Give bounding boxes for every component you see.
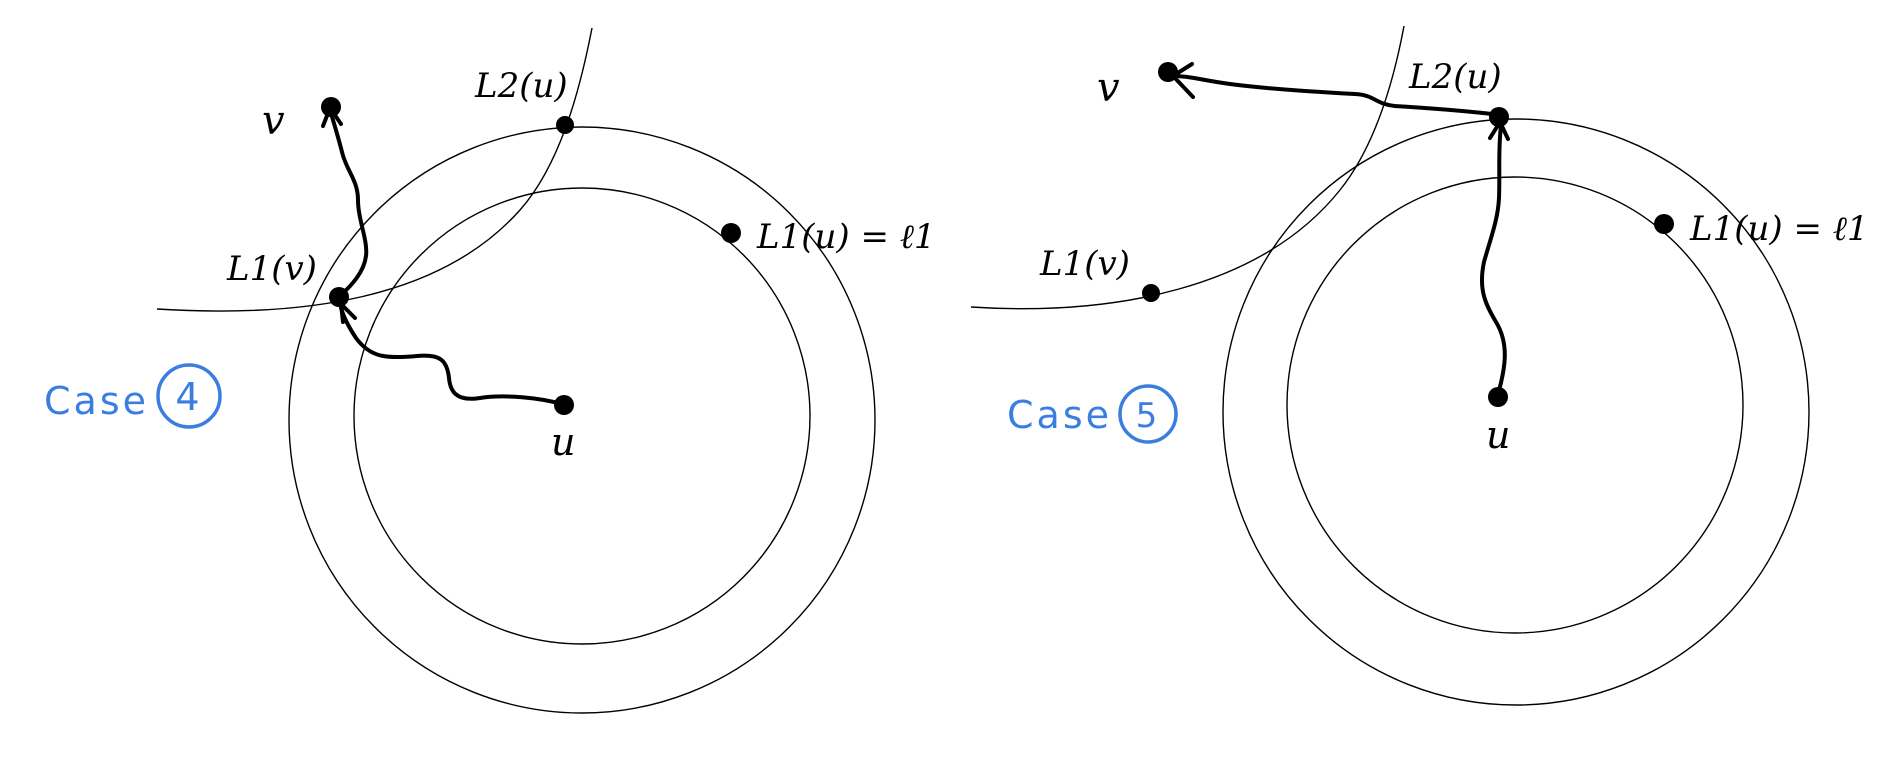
label-L1v: L1(v): [226, 249, 317, 289]
path-u-to-L1v: [339, 306, 564, 406]
node-L1u: [721, 223, 741, 243]
node-u: [1488, 387, 1508, 407]
label-L1v: L1(v): [1039, 244, 1130, 284]
node-v: [321, 97, 341, 117]
path-u-to-L2u: [1479, 124, 1507, 400]
panel-case-4: v L2(u) L1(v) L1(u) = ℓ1 u Case 4: [44, 27, 936, 714]
label-L1u: L1(u) = ℓ1: [1689, 209, 1869, 249]
node-L1u: [1654, 214, 1674, 234]
outer-circle: [288, 126, 876, 714]
node-L1v: [1142, 284, 1160, 302]
node-u: [554, 395, 574, 415]
label-v: v: [262, 98, 285, 144]
path-L2u-to-v: [1173, 74, 1502, 117]
outer-circle: [1222, 118, 1810, 706]
label-L2u: L2(u): [474, 66, 568, 106]
case-label: Case: [44, 379, 149, 423]
label-v: v: [1097, 65, 1120, 111]
node-L2u: [1489, 107, 1509, 127]
path-L1v-to-v: [329, 111, 369, 298]
panel-case-5: v L2(u) L1(v) L1(u) = ℓ1 u Case 5: [970, 25, 1869, 706]
case-4-tag: Case 4: [44, 363, 222, 429]
label-u: u: [1486, 413, 1510, 457]
case-number: 5: [1136, 396, 1161, 436]
node-L2u: [556, 116, 574, 134]
case-5-tag: Case 5: [1007, 384, 1178, 444]
inner-circle: [1286, 176, 1744, 634]
label-L1u: L1(u) = ℓ1: [756, 217, 936, 257]
case-label: Case: [1007, 393, 1112, 437]
v-ball-arc: [156, 27, 593, 312]
node-L1v: [329, 287, 349, 307]
case-number-circle: [1118, 384, 1178, 444]
case-number: 4: [175, 375, 202, 419]
label-u: u: [551, 420, 575, 464]
node-v: [1158, 62, 1178, 82]
label-L2u: L2(u): [1408, 57, 1502, 97]
arrowhead-at-L1v: [339, 302, 357, 324]
inner-circle: [353, 187, 811, 645]
v-ball-arc: [970, 25, 1405, 310]
case-number-circle: [156, 363, 222, 429]
